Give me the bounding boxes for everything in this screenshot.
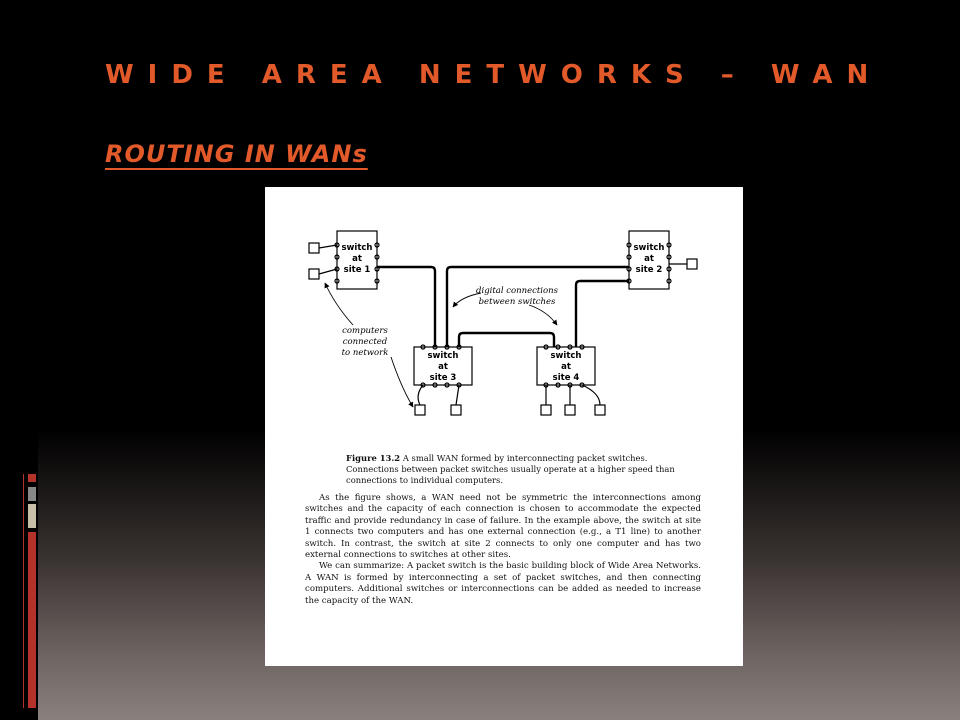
wan-diagram: switch at site 1 switch at site 2 switch…	[308, 230, 698, 416]
switch-site-2-line3: site 2	[636, 265, 663, 275]
sidebar-accent-red-bar	[28, 532, 36, 708]
slide-title: WIDE AREA NETWORKS – WAN	[105, 60, 883, 90]
switch-site-1-box	[336, 230, 378, 290]
body-paragraph-2: We can summarize: A packet switch is the…	[305, 561, 701, 606]
figure-image: switch at site 1 switch at site 2 switch…	[265, 187, 743, 666]
computer-4c	[594, 404, 606, 416]
switch-site-1-line2: at	[352, 254, 362, 264]
switch-site-3-line2: at	[438, 362, 448, 372]
switch-site-4-line3: site 4	[553, 373, 580, 383]
figure-caption-text: A small WAN formed by interconnecting pa…	[346, 453, 675, 485]
label-computers-line2: connected	[343, 337, 388, 347]
sidebar-accent-line	[23, 474, 24, 708]
switch-site-1-line1: switch	[342, 243, 373, 253]
sidebar-accent-tan-block	[28, 504, 36, 528]
computer-3a	[414, 404, 426, 416]
label-digital-connections-line2: between switches	[479, 297, 556, 307]
label-digital-connections-line1: digital connections	[476, 286, 559, 296]
switch-site-3-box	[413, 346, 473, 386]
switch-site-4-line1: switch	[551, 351, 582, 361]
slide-subtitle: ROUTING IN WANs	[105, 140, 368, 168]
switch-site-2-box	[628, 230, 670, 290]
switch-site-4-box	[536, 346, 596, 386]
figure-caption-label: Figure 13.2	[346, 453, 401, 463]
switch-site-2-line1: switch	[634, 243, 665, 253]
switch-site-3-line1: switch	[428, 351, 459, 361]
switch-site-1-line3: site 1	[344, 265, 371, 275]
sidebar-accent-gray-block	[28, 487, 36, 501]
figure-caption: Figure 13.2 A small WAN formed by interc…	[346, 453, 686, 486]
figure-body-text: As the figure shows, a WAN need not be s…	[305, 493, 701, 607]
switch-site-2-line2: at	[644, 254, 654, 264]
computer-1a	[308, 242, 320, 254]
computer-3b	[450, 404, 462, 416]
label-computers-line3: to network	[342, 348, 389, 358]
computer-2	[686, 258, 698, 270]
sidebar-accent-red-square	[28, 474, 36, 482]
body-paragraph-1: As the figure shows, a WAN need not be s…	[305, 493, 701, 561]
computer-1b	[308, 268, 320, 280]
computer-4b	[564, 404, 576, 416]
switch-site-3-line3: site 3	[430, 373, 457, 383]
switch-site-4-line2: at	[561, 362, 571, 372]
label-computers-line1: computers	[342, 326, 388, 336]
computer-4a	[540, 404, 552, 416]
